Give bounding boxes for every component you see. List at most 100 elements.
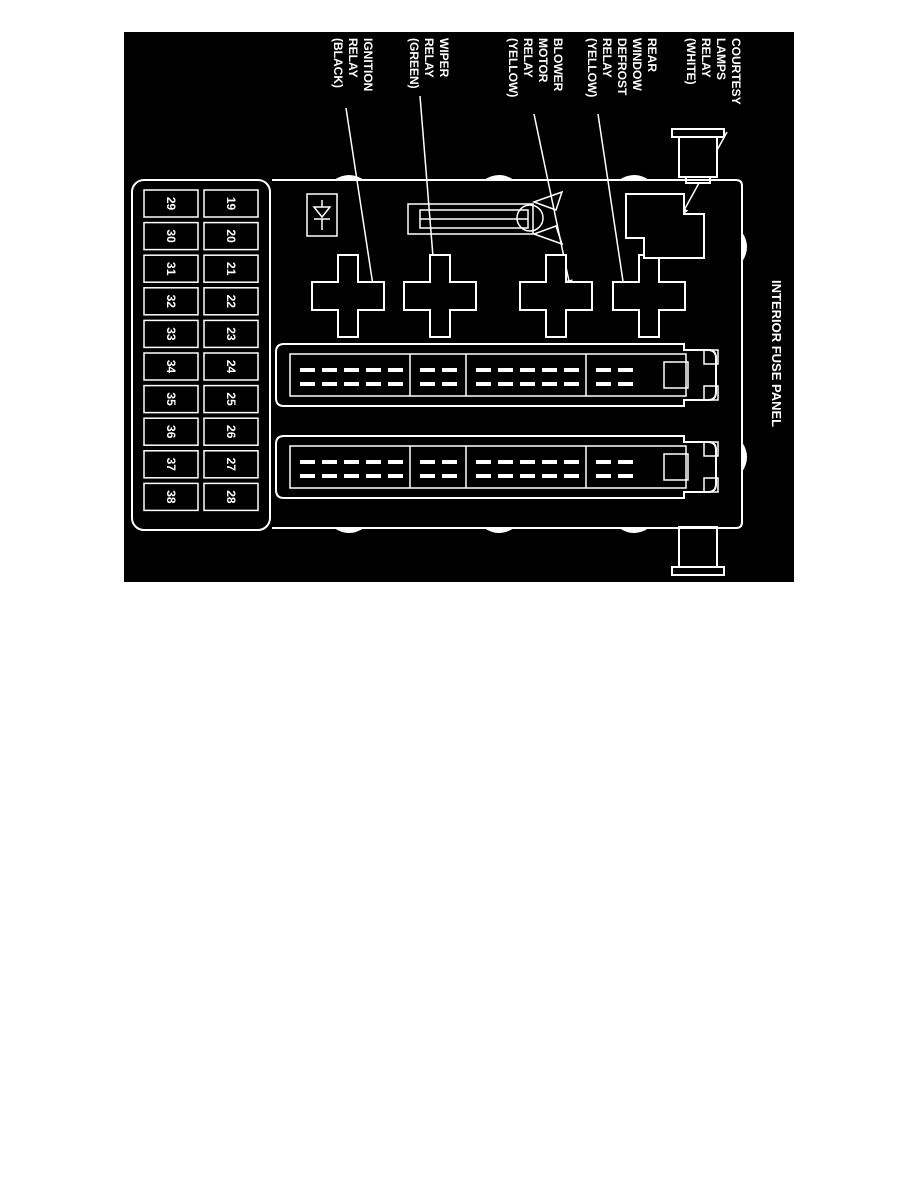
terminal-slot <box>300 460 315 464</box>
mount-tab-bottom <box>671 526 725 576</box>
terminal-slot <box>420 368 435 372</box>
terminal-slot <box>420 460 435 464</box>
terminal-slot <box>498 382 513 386</box>
diagram-title: INTERIOR FUSE PANEL <box>769 280 784 427</box>
terminal-slot <box>596 382 611 386</box>
fuse-outline <box>203 287 259 316</box>
relay-label-line: DEFROST <box>615 38 629 96</box>
terminal-slot <box>498 474 513 478</box>
fuse-19: 19 <box>203 189 259 218</box>
terminal-slot <box>542 382 557 386</box>
fuse-puller-icon <box>407 190 564 246</box>
terminal-slot <box>344 460 359 464</box>
terminal-slot <box>618 474 633 478</box>
fuse-outline <box>143 384 199 414</box>
relay-socket-ignition <box>311 254 385 338</box>
fuse-number: 28 <box>224 490 238 504</box>
fuse-number: 31 <box>164 262 178 276</box>
relay-label-line: RELAY <box>346 38 360 78</box>
fuse-23: 23 <box>203 319 259 349</box>
fuse-outline <box>143 189 199 218</box>
terminal-slot <box>300 474 315 478</box>
relay-label-line: (GREEN) <box>407 38 421 89</box>
fuse-panel-housing <box>272 179 743 529</box>
fuse-number: 23 <box>224 327 238 341</box>
terminal-slot <box>498 460 513 464</box>
terminal-slot <box>618 460 633 464</box>
fuse-number: 24 <box>224 360 238 374</box>
fuse-outline <box>203 384 259 414</box>
fuse-32: 32 <box>143 287 199 316</box>
terminal-slot <box>388 460 403 464</box>
connector-inner <box>289 445 687 489</box>
fuse-27: 27 <box>203 450 259 479</box>
terminal-slot <box>564 382 579 386</box>
terminal-slot <box>476 460 491 464</box>
fuse-number: 29 <box>164 197 178 211</box>
fuse-22: 22 <box>203 287 259 316</box>
arrow-ignition-relay <box>345 107 378 294</box>
terminal-slot <box>596 474 611 478</box>
relay-socket-rear-defrost <box>612 254 686 338</box>
relay-label-line: RELAY <box>600 38 614 78</box>
connector-clip <box>703 385 719 401</box>
relay-label-line: RELAY <box>521 38 535 78</box>
fuse-number: 33 <box>164 327 178 341</box>
relay-labels: COURTESYLAMPSRELAY(WHITE)REARWINDOWDEFRO… <box>331 38 743 105</box>
fuse-26: 26 <box>203 417 259 446</box>
fuse-outline <box>203 417 259 446</box>
fuse-outline <box>203 221 259 251</box>
relay-label-line: RELAY <box>699 38 713 78</box>
terminal-slot <box>300 368 315 372</box>
fuse-outline <box>143 417 199 446</box>
fuse-number: 22 <box>224 295 238 309</box>
terminal-slot <box>520 382 535 386</box>
terminal-slot <box>596 368 611 372</box>
fuse-outline <box>203 482 259 512</box>
fuse-38: 38 <box>143 482 199 512</box>
terminal-slot <box>366 382 381 386</box>
terminal-slot <box>388 382 403 386</box>
terminal-slot <box>618 382 633 386</box>
fuse-36: 36 <box>143 417 199 446</box>
connector-clip <box>703 349 719 365</box>
relay-label-line: IGNITION <box>361 38 375 91</box>
terminal-slot <box>300 382 315 386</box>
fuse-30: 30 <box>143 221 199 251</box>
relay-label-line: RELAY <box>422 38 436 78</box>
fuse-29: 29 <box>143 189 199 218</box>
fuse-33: 33 <box>143 319 199 349</box>
connector-clip <box>703 477 719 493</box>
fuse-outline <box>143 287 199 316</box>
terminal-slot <box>344 382 359 386</box>
terminal-slot <box>420 474 435 478</box>
terminal-slot <box>442 460 457 464</box>
terminal-slot <box>366 460 381 464</box>
terminal-slot <box>476 382 491 386</box>
terminal-slot <box>366 474 381 478</box>
fuse-number: 34 <box>164 360 178 374</box>
terminal-slot <box>322 474 337 478</box>
relay-label-line: (WHITE) <box>684 38 698 85</box>
terminal-slot <box>520 368 535 372</box>
fuse-outline <box>203 352 259 381</box>
terminal-slot <box>542 460 557 464</box>
fuse-outline <box>143 221 199 251</box>
terminal-slot <box>520 460 535 464</box>
terminal-slot <box>564 368 579 372</box>
interior-fuse-panel-diagram: INTERIOR FUSE PANEL COURTESYLAMPSRELAY(W… <box>124 32 794 582</box>
terminal-slot <box>442 368 457 372</box>
relay-label-line: COURTESY <box>729 38 743 105</box>
fuse-number: 38 <box>164 490 178 504</box>
connector-clip <box>703 441 719 457</box>
terminal-slot <box>388 368 403 372</box>
relay-label-line: BLOWER <box>551 38 565 92</box>
diode-icon <box>306 193 338 237</box>
fuse-number: 35 <box>164 392 178 406</box>
fuse-outline <box>203 254 259 283</box>
fuse-outline <box>143 450 199 479</box>
terminal-slot <box>596 460 611 464</box>
